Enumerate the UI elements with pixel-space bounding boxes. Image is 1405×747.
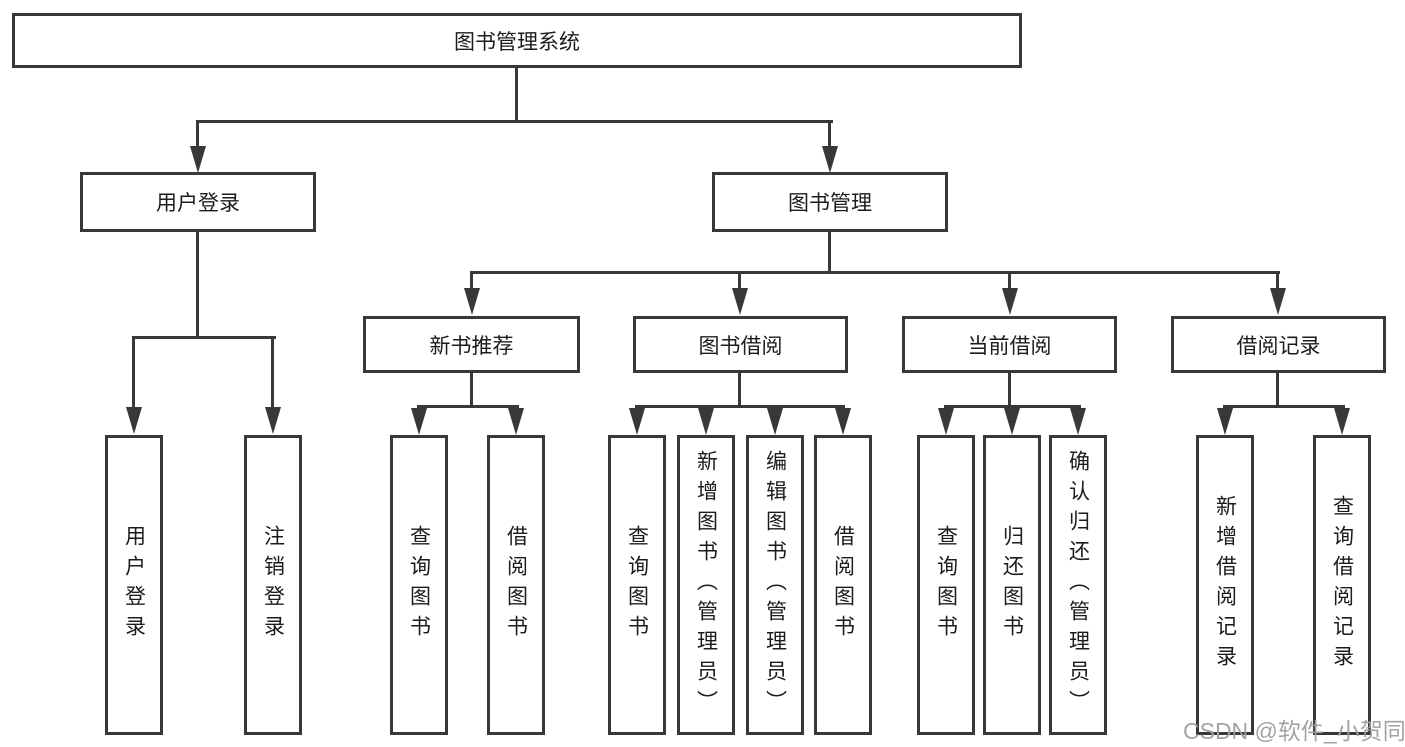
node-borrowing-records: 借阅记录 bbox=[1171, 316, 1386, 373]
leaf-borrowing-borrow-book: 借阅图书 bbox=[814, 435, 872, 735]
connector-borrowing-bar bbox=[635, 405, 845, 408]
leaf-borrowing-query-book: 查询图书 bbox=[608, 435, 666, 735]
connector-current-bar bbox=[944, 405, 1081, 408]
arrow-down-icon bbox=[265, 407, 281, 434]
leaf-logout: 注销登录 bbox=[244, 435, 302, 735]
arrow-down-icon bbox=[698, 408, 714, 435]
arrow-down-icon bbox=[835, 408, 851, 435]
leaf-newbook-borrow-book-label: 借阅图书 bbox=[504, 525, 528, 645]
arrow-down-icon bbox=[732, 288, 748, 315]
arrow-down-icon bbox=[411, 408, 427, 435]
connector-root-drop-right bbox=[828, 123, 831, 149]
arrow-down-icon bbox=[1270, 288, 1286, 315]
connector-newbook-stem bbox=[470, 373, 473, 405]
arrow-down-icon bbox=[1217, 408, 1233, 435]
node-user-login: 用户登录 bbox=[80, 172, 316, 232]
leaf-current-confirm-return: 确认归还（管理员） bbox=[1049, 435, 1107, 735]
leaf-current-return-book: 归还图书 bbox=[983, 435, 1041, 735]
connector-userlogin-drop-right bbox=[271, 339, 274, 407]
node-book-borrowing: 图书借阅 bbox=[633, 316, 848, 373]
connector-records-stem bbox=[1276, 373, 1279, 405]
connector-root-drop-left bbox=[196, 123, 199, 149]
connector-bookmgmt-stem bbox=[828, 232, 831, 271]
leaf-records-query-record: 查询借阅记录 bbox=[1313, 435, 1371, 735]
leaf-newbook-borrow-book: 借阅图书 bbox=[487, 435, 545, 735]
node-new-book-recommend-label: 新书推荐 bbox=[429, 334, 514, 358]
leaf-records-query-record-label: 查询借阅记录 bbox=[1330, 495, 1354, 675]
leaf-borrowing-edit-book-label: 编辑图书（管理员） bbox=[763, 450, 787, 720]
node-current-borrowing-label: 当前借阅 bbox=[967, 334, 1052, 358]
node-new-book-recommend: 新书推荐 bbox=[363, 316, 580, 373]
arrow-down-icon bbox=[1002, 288, 1018, 315]
connector-bookmgmt-bar bbox=[470, 271, 1280, 274]
connector-root-stem bbox=[515, 68, 518, 120]
arrow-down-icon bbox=[464, 288, 480, 315]
leaf-records-add-record-label: 新增借阅记录 bbox=[1213, 495, 1237, 675]
arrow-down-icon bbox=[1004, 408, 1020, 435]
leaf-borrowing-borrow-book-label: 借阅图书 bbox=[831, 525, 855, 645]
arrow-down-icon bbox=[190, 146, 206, 173]
arrow-down-icon bbox=[938, 408, 954, 435]
arrow-down-icon bbox=[1334, 408, 1350, 435]
leaf-borrowing-add-book-label: 新增图书（管理员） bbox=[694, 450, 718, 720]
connector-userlogin-drop-left bbox=[132, 339, 135, 407]
arrow-down-icon bbox=[1070, 408, 1086, 435]
leaf-logout-label: 注销登录 bbox=[261, 525, 285, 645]
node-book-borrowing-label: 图书借阅 bbox=[698, 334, 783, 358]
connector-bookmgmt-drop-1 bbox=[470, 274, 473, 290]
connector-records-bar bbox=[1223, 405, 1345, 408]
leaf-user-login-label: 用户登录 bbox=[122, 525, 146, 645]
node-current-borrowing: 当前借阅 bbox=[902, 316, 1117, 373]
node-root-label: 图书管理系统 bbox=[454, 30, 580, 54]
leaf-borrowing-edit-book: 编辑图书（管理员） bbox=[746, 435, 804, 735]
node-book-management: 图书管理 bbox=[712, 172, 948, 232]
connector-newbook-bar bbox=[417, 405, 519, 408]
arrow-down-icon bbox=[767, 408, 783, 435]
connector-bookmgmt-drop-2 bbox=[738, 274, 741, 290]
connector-userlogin-stem bbox=[196, 232, 199, 336]
leaf-borrowing-query-book-label: 查询图书 bbox=[625, 525, 649, 645]
connector-bookmgmt-drop-4 bbox=[1276, 274, 1279, 290]
leaf-current-return-book-label: 归还图书 bbox=[1000, 525, 1024, 645]
leaf-user-login: 用户登录 bbox=[105, 435, 163, 735]
leaf-borrowing-add-book: 新增图书（管理员） bbox=[677, 435, 735, 735]
node-root: 图书管理系统 bbox=[12, 13, 1022, 68]
leaf-current-confirm-return-label: 确认归还（管理员） bbox=[1066, 450, 1090, 720]
csdn-watermark: CSDN @软件_小贺同学 bbox=[1183, 718, 1405, 744]
connector-current-stem bbox=[1008, 373, 1011, 405]
connector-bookmgmt-drop-3 bbox=[1008, 274, 1011, 290]
leaf-newbook-query-book: 查询图书 bbox=[390, 435, 448, 735]
connector-userlogin-bar bbox=[132, 336, 276, 339]
connector-root-bar bbox=[196, 120, 833, 123]
arrow-down-icon bbox=[629, 408, 645, 435]
arrow-down-icon bbox=[126, 407, 142, 434]
leaf-current-query-book-label: 查询图书 bbox=[934, 525, 958, 645]
connector-borrowing-stem bbox=[738, 373, 741, 405]
node-book-management-label: 图书管理 bbox=[788, 192, 872, 215]
arrow-down-icon bbox=[508, 408, 524, 435]
leaf-current-query-book: 查询图书 bbox=[917, 435, 975, 735]
node-user-login-label: 用户登录 bbox=[156, 192, 240, 215]
node-borrowing-records-label: 借阅记录 bbox=[1236, 334, 1321, 358]
leaf-newbook-query-book-label: 查询图书 bbox=[407, 525, 431, 645]
arrow-down-icon bbox=[822, 146, 838, 173]
leaf-records-add-record: 新增借阅记录 bbox=[1196, 435, 1254, 735]
